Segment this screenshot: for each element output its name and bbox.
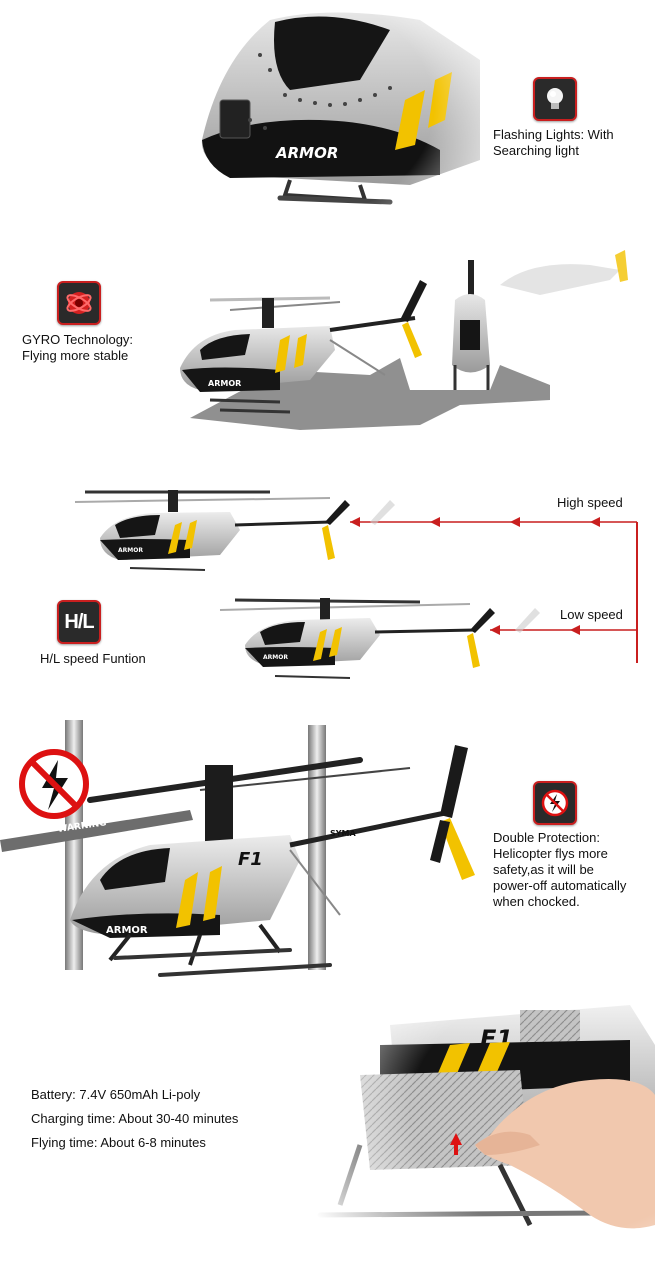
no-electric-icon: [533, 781, 577, 825]
gyro-helicopter-image: ARMOR: [180, 250, 628, 430]
helicopter-nose-image: ARMOR: [190, 0, 480, 215]
light-bulb-icon: [533, 77, 577, 121]
battery-specs: Battery: 7.4V 650mAh Li-poly Charging ti…: [31, 1083, 331, 1155]
syma-logo: SYMA: [330, 829, 357, 838]
hl-icon-text: H/L: [64, 610, 94, 633]
low-speed-label: Low speed: [560, 607, 623, 622]
protection-caption: Double Protection: Helicopter flys more …: [493, 830, 627, 909]
gyro-caption: GYRO Technology: Flying more stable: [22, 332, 134, 363]
protection-helicopter-image: WARNING F1 ARMOR SYMA: [0, 720, 475, 977]
lights-caption: Flashing Lights: With Searching light: [493, 127, 614, 158]
gyro-icon: [57, 281, 101, 325]
svg-text:ARMOR: ARMOR: [263, 654, 288, 661]
speed-diagram: ARMOR ARMOR: [74, 490, 638, 679]
svg-text:ARMOR: ARMOR: [118, 547, 143, 554]
f1-logo: F1: [238, 849, 263, 870]
speed-caption: H/L speed Funtion: [40, 651, 146, 666]
flying-time-line: Flying time: About 6-8 minutes: [31, 1135, 206, 1150]
high-speed-label: High speed: [557, 495, 623, 510]
hl-icon: H/L: [57, 600, 101, 644]
armor-logo-2: ARMOR: [106, 925, 148, 936]
no-electric-badge: [18, 748, 90, 820]
battery-line: Battery: 7.4V 650mAh Li-poly: [31, 1087, 201, 1102]
svg-text:ARMOR: ARMOR: [208, 379, 241, 388]
charging-line: Charging time: About 30-40 minutes: [31, 1111, 239, 1126]
battery-compartment-image: F1: [300, 985, 655, 1264]
